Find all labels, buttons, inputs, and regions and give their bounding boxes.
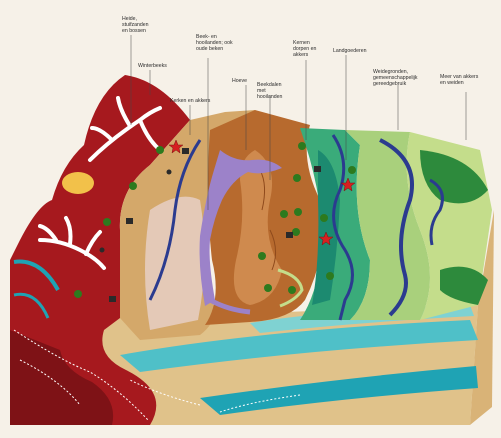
farm-icon — [286, 232, 293, 238]
tree-icon — [294, 208, 302, 216]
tree-icon — [298, 142, 306, 150]
sand-dune — [62, 172, 94, 194]
label-meer: Meer van akkers en weiden — [440, 74, 480, 86]
label-heide: Heide, stuifzanden en bossen — [122, 16, 150, 34]
label-beek-hooilanden: Beek- en hooilanden; ook oude beken — [196, 34, 234, 52]
tree-icon — [258, 252, 266, 260]
farm-icon — [109, 296, 116, 302]
tree-icon — [320, 214, 328, 222]
label-weidegronden: Weidegronden, gemeenschappelijk gereedge… — [373, 69, 419, 87]
tree-icon — [326, 272, 334, 280]
label-beekdalen: Beekdalen met hooilanden — [257, 82, 283, 100]
farm-icon — [182, 148, 189, 154]
label-landgoederen: Landgoederen — [333, 48, 367, 54]
tree-icon — [293, 174, 301, 182]
farm-icon — [314, 166, 321, 172]
tree-icon — [348, 166, 356, 174]
village-dot — [100, 248, 105, 253]
brown-farmland-zone — [200, 110, 323, 325]
tree-icon — [156, 146, 164, 154]
tree-icon — [264, 284, 272, 292]
label-winterbeeks: Winterbeeks — [138, 63, 167, 69]
tree-icon — [74, 290, 82, 298]
tree-icon — [280, 210, 288, 218]
village-dot — [167, 170, 172, 175]
label-kerken: Kerken en akkers — [170, 98, 211, 104]
tree-icon — [103, 218, 111, 226]
label-kernen: Kernen dorpen en akkers — [293, 40, 318, 58]
tree-icon — [288, 286, 296, 294]
label-hoeve: Hoeve — [232, 78, 247, 84]
tree-icon — [129, 182, 137, 190]
farm-icon — [126, 218, 133, 224]
tree-icon — [292, 228, 300, 236]
labels: Heide, stuifzanden en bossen Winterbeeks… — [122, 16, 480, 104]
